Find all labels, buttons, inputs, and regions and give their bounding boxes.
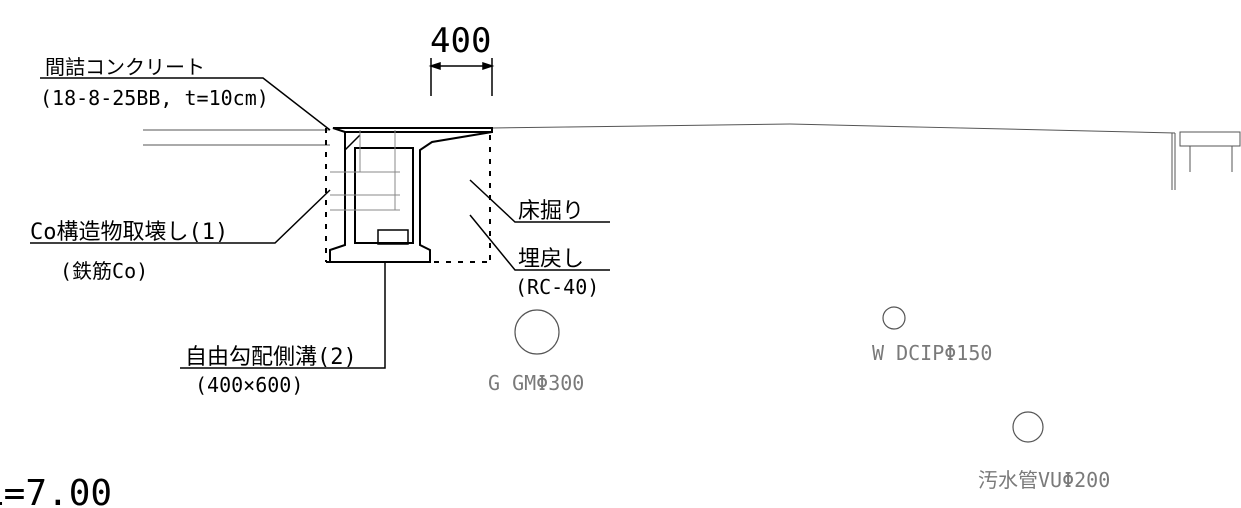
ground-lines (143, 123, 1241, 190)
label-backfill-spec: (RC-40) (515, 275, 599, 299)
label-demolition: Co構造物取壊し(1) (30, 220, 228, 245)
label-sewer-pipe: 汚水管VUΦ200 (978, 468, 1110, 492)
label-water-pipe: W DCIPΦ150 (872, 341, 992, 365)
label-gas-pipe: G GMΦ300 (488, 371, 584, 395)
water-pipe-circle (882, 306, 906, 330)
label-demolition-spec: (鉄筋Co) (60, 259, 148, 283)
gas-pipe-circle (514, 309, 560, 355)
label-bed-excavation: 床掘り (518, 199, 584, 224)
label-fill-concrete-spec: (18-8-25BB, t=10cm) (40, 86, 269, 110)
gutter-structure (329, 127, 493, 263)
leader-lines (30, 77, 610, 369)
dimension-value: 400 (430, 21, 491, 61)
dimension-400 (428, 58, 495, 96)
label-gutter-spec: (400×600) (195, 373, 303, 397)
pipes (514, 306, 1044, 443)
level-text: L=7.00 (0, 473, 112, 508)
label-fill-concrete: 間詰コンクリート (45, 55, 205, 79)
sewer-pipe-circle (1012, 411, 1044, 443)
label-backfill: 埋戻し (518, 247, 584, 272)
label-gutter: 自由勾配側溝(2) (185, 345, 357, 370)
